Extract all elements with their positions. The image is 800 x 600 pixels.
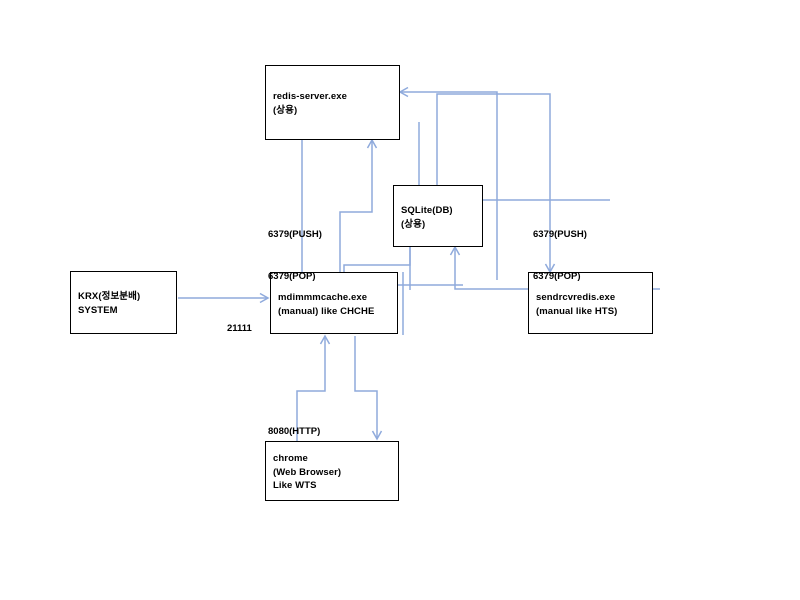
connector-mdim-up-to-redis-arrowhead	[366, 138, 378, 149]
connector-mdim-to-chrome-arrowhead	[371, 430, 383, 441]
node-line: (manual) like CHCHE	[278, 305, 375, 317]
node-line: SQLite(DB)	[401, 205, 453, 216]
redis-server-node[interactable]: redis-server.exe (상용)	[265, 65, 400, 140]
node-line: mdimmmcache.exe	[278, 292, 368, 303]
label-line: 6379(POP)	[268, 271, 316, 282]
connector-sendrcv-left-in-arrowhead	[449, 245, 461, 256]
connector-redis-from-right-arrowhead	[398, 86, 409, 98]
redis-port-label-left: 6379(PUSH) 6379(POP)	[268, 200, 322, 312]
node-line: (manual like HTS)	[536, 305, 618, 317]
sqlite-db-node[interactable]: SQLite(DB) (상용)	[393, 185, 483, 247]
krx-system-node[interactable]: KRX(정보분배) SYSTEM	[70, 271, 177, 334]
node-line: SYSTEM	[78, 304, 118, 316]
connector-krx-to-mdim-arrowhead	[259, 292, 270, 304]
redis-port-label-right: 6379(PUSH) 6379(POP)	[533, 200, 587, 312]
connector-mdim-up-to-redis	[339, 140, 373, 292]
label-line: 6379(POP)	[533, 271, 581, 282]
label-line: 6379(PUSH)	[268, 229, 322, 240]
node-line: sendrcvredis.exe	[536, 292, 616, 303]
connector-mdim-to-chrome	[354, 336, 378, 439]
label-line: 6379(PUSH)	[533, 229, 587, 240]
node-line: redis-server.exe	[273, 91, 347, 102]
node-line: (상용)	[273, 104, 298, 116]
node-line: (상용)	[401, 218, 426, 230]
krx-port-label: 21111	[227, 294, 252, 364]
connector-chrome-to-mdim-arrowhead	[319, 334, 331, 345]
http-port-label: 8080(HTTP)	[268, 397, 320, 467]
node-line: KRX(정보분배)	[78, 291, 141, 302]
chrome-node[interactable]: chrome (Web Browser) Like WTS	[265, 441, 399, 501]
node-line: (Web Browser)	[273, 466, 342, 478]
label-line: 8080(HTTP)	[268, 426, 321, 437]
node-line: Like WTS	[273, 480, 317, 491]
label-line: 21111	[227, 323, 252, 334]
node-line: chrome	[273, 453, 308, 464]
